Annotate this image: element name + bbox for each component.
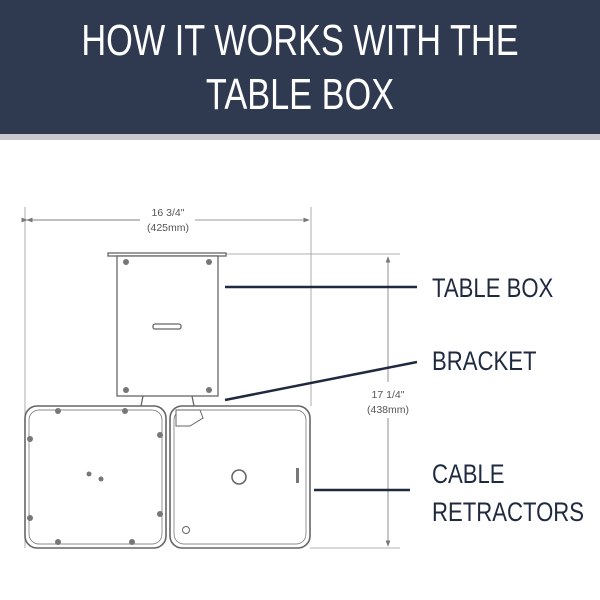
height-dimension: 17 1/4" (438mm): [367, 256, 409, 547]
title-line-1: HOW IT WORKS WITH THE: [81, 16, 519, 65]
width-dimension: 16 3/4" (425mm): [21, 207, 310, 234]
label-table-box: TABLE BOX: [432, 274, 553, 304]
cable-retractors-drawing: [24, 405, 311, 549]
label-cable: CABLE: [432, 460, 505, 490]
height-mm: (438mm): [367, 404, 409, 416]
header-banner: HOW IT WORKS WITH THE TABLE BOX: [0, 0, 600, 140]
leader-lines: [224, 285, 418, 492]
width-inches: 16 3/4": [152, 207, 185, 219]
label-bracket: BRACKET: [432, 347, 536, 377]
table-box-drawing: [107, 252, 227, 407]
label-retractors: RETRACTORS: [432, 498, 584, 528]
title-line-2: TABLE BOX: [205, 70, 395, 119]
width-mm: (425mm): [147, 222, 189, 234]
height-inches: 17 1/4": [372, 389, 405, 401]
